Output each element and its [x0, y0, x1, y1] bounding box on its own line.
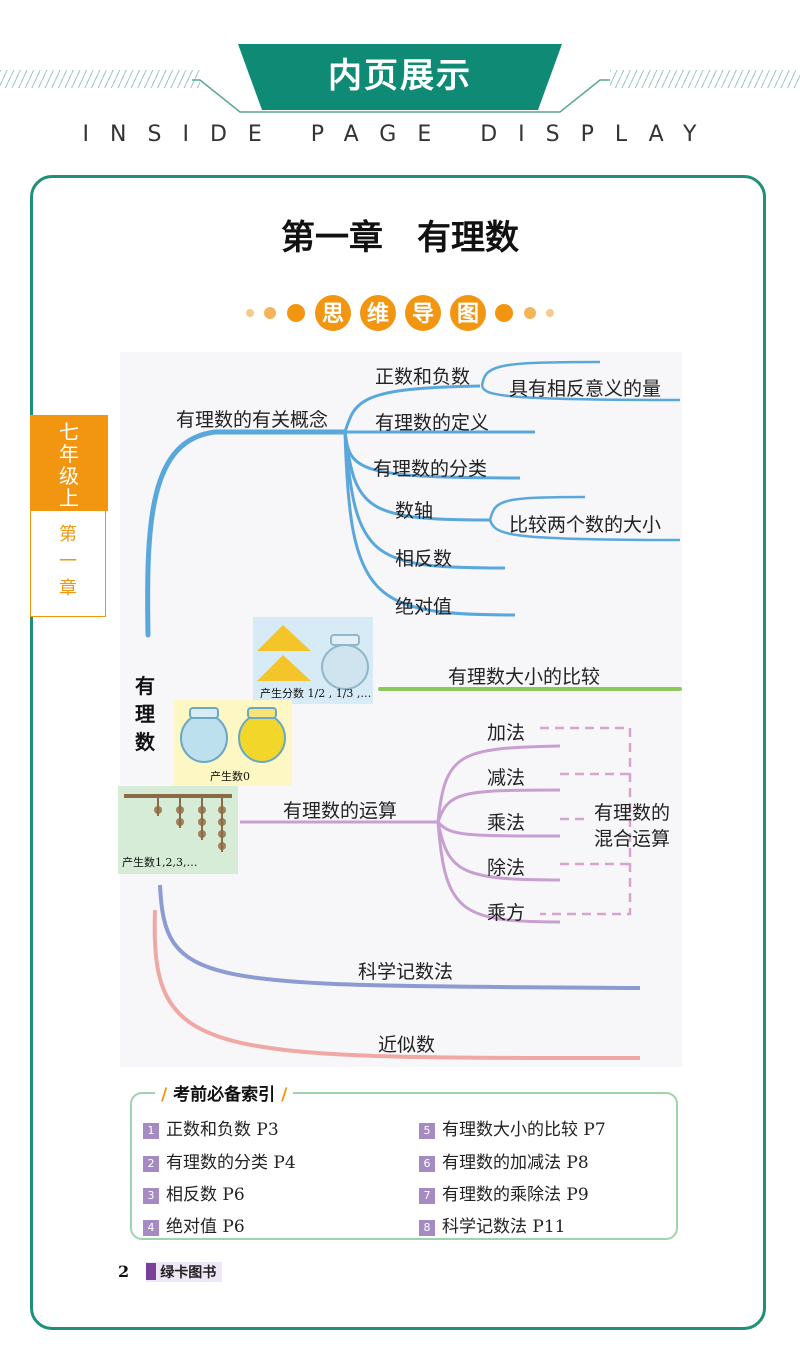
- index-text: 有理数的加减法 P8: [442, 1153, 589, 1173]
- side-tab: 七 年 级 上 第 一 章: [30, 415, 108, 618]
- section-heading: 思 维 导 图: [246, 295, 554, 331]
- index-box: [130, 1092, 678, 1240]
- mindmap-root: 有理数: [135, 674, 155, 754]
- chapter-title: 第一章 有理数: [281, 218, 519, 258]
- natural-caption: 产生数1,2,3,…: [122, 856, 198, 869]
- concept-3: 有理数的分类: [373, 458, 488, 480]
- index-item: 7 有理数的乘除法 P9: [419, 1180, 589, 1205]
- index-number: 8: [419, 1220, 435, 1236]
- index-title-text: 考前必备索引: [173, 1085, 276, 1105]
- branch-approximation: 近似数: [378, 1034, 436, 1056]
- concept-sub-2: 比较两个数的大小: [509, 514, 662, 536]
- ops-mixed-2: 混合运算: [594, 828, 671, 850]
- concept-6: 绝对值: [395, 596, 453, 618]
- fraction-caption: 产生分数: [260, 687, 304, 700]
- index-number: 3: [143, 1188, 159, 1204]
- branch-compare: 有理数大小的比较: [448, 666, 601, 688]
- section-char-2: 维: [367, 301, 389, 327]
- op-subtract: 减法: [487, 767, 526, 789]
- index-text: 科学记数法 P11: [442, 1217, 566, 1237]
- index-item: 5 有理数大小的比较 P7: [419, 1115, 606, 1140]
- index-title: / 考前必备索引 /: [155, 1080, 294, 1105]
- op-add: 加法: [487, 722, 526, 744]
- fraction-values: 1/2 , 1/3 ,…: [307, 687, 372, 700]
- concept-sub-1: 具有相反意义的量: [509, 378, 662, 400]
- header-hatch-right: [610, 70, 800, 88]
- index-number: 4: [143, 1220, 159, 1236]
- side-tab-chapter: 第 一 章: [30, 511, 106, 617]
- zero-caption: 产生数0: [210, 770, 250, 783]
- header-banner: 内页展示: [0, 40, 800, 120]
- index-text: 相反数 P6: [166, 1185, 245, 1205]
- concept-4: 数轴: [395, 500, 434, 522]
- brand-logo-icon: [146, 1263, 157, 1280]
- grade-char: 上: [59, 486, 79, 510]
- chapter-char: 章: [59, 578, 77, 599]
- header-subtitle: INSIDE PAGE DISPLAY: [82, 122, 718, 147]
- natural-numbers-picture: 产生数1,2,3,…: [118, 786, 238, 874]
- branch-operations: 有理数的运算: [283, 800, 398, 822]
- brand-badge: 绿卡图书: [146, 1262, 223, 1282]
- zero-picture: 产生数0: [174, 700, 292, 786]
- section-char-1: 思: [322, 302, 344, 327]
- section-char-4: 图: [457, 302, 479, 327]
- index-item: 1 正数和负数 P3: [143, 1115, 279, 1140]
- index-item: 8 科学记数法 P11: [419, 1212, 565, 1237]
- index-text: 正数和负数 P3: [166, 1120, 279, 1140]
- fraction-picture: 产生分数 1/2 , 1/3 ,…: [253, 617, 373, 704]
- branch-concepts: 有理数的有关概念: [176, 409, 329, 431]
- sand-jar-illustration: [257, 625, 369, 690]
- index-number: 5: [419, 1123, 435, 1139]
- chapter-char: 第: [59, 524, 77, 545]
- header-shape: [192, 44, 610, 113]
- page-footer: 2 绿卡图书: [118, 1262, 223, 1282]
- header-title: 内页展示: [328, 56, 472, 96]
- index-text: 有理数的乘除法 P9: [442, 1185, 589, 1205]
- section-char-3: 导: [412, 302, 434, 327]
- header-hatch-left: [0, 70, 200, 88]
- branch-scientific-notation: 科学记数法: [358, 961, 454, 983]
- grade-char: 七: [59, 420, 79, 444]
- brand-name: 绿卡图书: [160, 1265, 217, 1281]
- index-text: 绝对值 P6: [166, 1217, 245, 1237]
- ops-mixed-1: 有理数的: [594, 802, 671, 824]
- index-text: 有理数大小的比较 P7: [442, 1120, 606, 1140]
- chapter-char: 一: [59, 551, 77, 572]
- op-multiply: 乘法: [487, 812, 526, 834]
- op-power: 乘方: [487, 902, 526, 924]
- index-number: 7: [419, 1188, 435, 1204]
- grade-char: 级: [59, 464, 79, 488]
- side-tab-grade: 七 年 级 上: [30, 415, 108, 511]
- knotted-rope-illustration: [124, 794, 232, 852]
- page-frame: [30, 175, 766, 1330]
- index-item: 4 绝对值 P6: [143, 1212, 245, 1237]
- op-divide: 除法: [487, 857, 526, 879]
- concept-1: 正数和负数: [375, 366, 471, 388]
- index-item: 3 相反数 P6: [143, 1180, 245, 1205]
- index-item: 6 有理数的加减法 P8: [419, 1148, 589, 1173]
- index-item: 2 有理数的分类 P4: [143, 1148, 296, 1173]
- concept-5: 相反数: [395, 548, 453, 570]
- two-jars-illustration: [180, 707, 286, 763]
- index-number: 1: [143, 1123, 159, 1139]
- grade-char: 年: [59, 442, 79, 466]
- index-number: 6: [419, 1156, 435, 1172]
- index-text: 有理数的分类 P4: [166, 1153, 296, 1173]
- concept-2: 有理数的定义: [375, 412, 490, 434]
- index-number: 2: [143, 1156, 159, 1172]
- page-number: 2: [118, 1262, 130, 1281]
